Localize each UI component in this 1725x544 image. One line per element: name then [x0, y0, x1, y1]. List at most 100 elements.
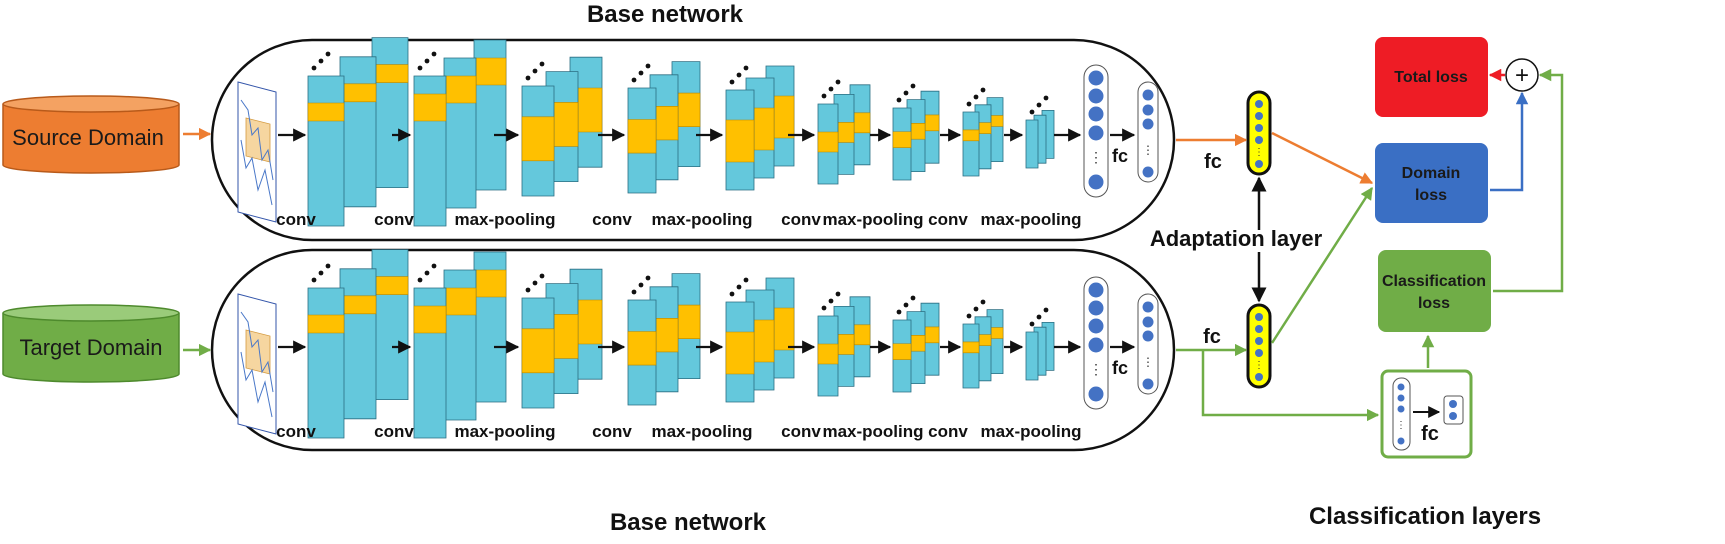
bottom-conv-stack-4 [817, 291, 871, 397]
bottom-fc-label: fc [1112, 358, 1128, 378]
top-fc-label: fc [1204, 151, 1222, 173]
adaptation-layer-top: ⋮ [1246, 90, 1272, 176]
bottom-title: Base network [610, 509, 767, 536]
top-conv-stack-5-slab [962, 111, 980, 177]
top-pool-stack-3-slab [906, 99, 926, 173]
bottom-layer-label-1: conv [276, 422, 316, 441]
top-layer-label-7: max-pooling [822, 210, 923, 229]
svg-text:⋮: ⋮ [1396, 420, 1406, 431]
adapt-top-to-domain-loss [1271, 131, 1374, 185]
top-layer-label-4: conv [592, 210, 632, 229]
source-domain-cylinder: Source Domain [2, 95, 180, 174]
top-pool-stack-4-slab [1025, 119, 1039, 169]
top-pool-stack-1 [521, 56, 603, 197]
target-domain-label: Target Domain [19, 335, 162, 360]
top-layer-label-3: max-pooling [454, 210, 555, 229]
bottom-fc-column-1: ⋮ [1083, 276, 1109, 410]
domain-loss-to-sum-arrow [1490, 91, 1529, 192]
bottom-conv-stack-5-slab [962, 323, 980, 389]
adaptation-layer-label: Adaptation layer [1150, 226, 1323, 251]
bottom-layer-label-2: conv [374, 422, 414, 441]
top-conv-stack-4-slab [817, 103, 839, 185]
domain-loss-label-1: Domain [1402, 165, 1461, 182]
classification-layers-label: Classification layers [1309, 503, 1541, 530]
total-loss-box: Total loss [1375, 37, 1488, 117]
top-fc-column-1: ⋮ [1083, 64, 1109, 198]
top-conv-stack-1-slab [371, 37, 409, 189]
bottom-pool-stack-1 [521, 268, 603, 409]
bottom-input-signal-image [237, 293, 277, 435]
bottom-conv-stack-4-slab [849, 296, 871, 378]
bottom-layer-label-4: conv [592, 422, 632, 441]
top-conv-stack-3-slab [649, 74, 679, 181]
top-input-signal-image [237, 81, 277, 223]
bottom-conv-stack-3 [627, 273, 701, 406]
plus-symbol: + [1515, 62, 1529, 89]
svg-text:⋮: ⋮ [1254, 360, 1264, 371]
bottom-layer-label-9: max-pooling [980, 422, 1081, 441]
domain-loss-box: Domain loss [1375, 143, 1488, 223]
classification-layers-box: ⋮ fc [1380, 369, 1473, 459]
bottom-pool-stack-2 [725, 277, 795, 403]
top-layer-label-2: conv [374, 210, 414, 229]
bottom-layer-label-6: conv [781, 422, 821, 441]
top-layer-label-1: conv [276, 210, 316, 229]
svg-text:⋮: ⋮ [1089, 149, 1103, 165]
bottom-pool-stack-3-slab [892, 319, 912, 393]
top-title: Base network [587, 1, 744, 28]
top-layer-label-6: conv [781, 210, 821, 229]
top-conv-stack-1-slab [307, 75, 345, 227]
target-domain-cylinder: Target Domain [2, 304, 180, 383]
bottom-conv-stack-1 [307, 249, 409, 439]
bottom-fc-column-2: ⋮ [1137, 293, 1159, 395]
bottom-layer-label-7: max-pooling [822, 422, 923, 441]
svg-text:⋮: ⋮ [1142, 143, 1154, 157]
bottom-conv-stack-1-slab [371, 249, 409, 401]
top-conv-stack-4-slab [833, 94, 855, 175]
classification-branch-arrow [1201, 350, 1380, 422]
bottom-pool-stack-3 [892, 295, 940, 393]
top-fc-column-2: ⋮ [1137, 81, 1159, 183]
top-conv-stack-2-slab [473, 39, 507, 191]
top-pool-stack-2-slab [725, 89, 755, 191]
bottom-pool-stack-1-slab [521, 297, 555, 409]
top-layer-label-5: max-pooling [651, 210, 752, 229]
top-conv-stack-2-slab [413, 75, 447, 227]
classification-loss-label-1: Classification [1382, 273, 1486, 290]
svg-text:⋮: ⋮ [1254, 147, 1264, 158]
top-pool-stack-2 [725, 65, 795, 191]
bottom-conv-stack-1-slab [307, 287, 345, 439]
top-layer-label-8: conv [928, 210, 968, 229]
bottom-pool-stack-4 [1025, 307, 1055, 381]
bottom-conv-stack-1-slab [339, 268, 377, 420]
classification-fc-label: fc [1421, 423, 1439, 445]
bottom-pool-stack-2-slab [725, 301, 755, 403]
top-conv-stack-3-slab [627, 87, 657, 194]
bottom-pool-stack-4-slab [1025, 331, 1039, 381]
top-pool-stack-3-slab [892, 107, 912, 181]
bottom-pool-stack-3-slab [920, 302, 940, 376]
top-fc-label: fc [1112, 146, 1128, 166]
bottom-layer-label-3: max-pooling [454, 422, 555, 441]
class-loss-to-sum-arrow [1493, 68, 1564, 293]
top-layer-label-9: max-pooling [980, 210, 1081, 229]
bottom-layer-label-8: conv [928, 422, 968, 441]
total-loss-label: Total loss [1394, 69, 1468, 86]
top-pool-stack-3-slab [920, 90, 940, 164]
top-pool-stack-4 [1025, 95, 1055, 169]
classification-loss-box: Classification loss [1378, 250, 1491, 332]
top-pool-stack-1-slab [521, 85, 555, 197]
svg-text:⋮: ⋮ [1089, 361, 1103, 377]
bottom-conv-stack-2-slab [413, 287, 447, 439]
bottom-conv-stack-2-slab [443, 269, 477, 421]
bottom-fc-label: fc [1203, 326, 1221, 348]
top-conv-stack-5 [962, 87, 1004, 177]
source-domain-label: Source Domain [12, 125, 164, 150]
adapt-bottom-to-domain-loss [1270, 186, 1374, 344]
svg-text:⋮: ⋮ [1142, 355, 1154, 369]
top-conv-stack-4 [817, 79, 871, 185]
top-pool-stack-3 [892, 83, 940, 181]
